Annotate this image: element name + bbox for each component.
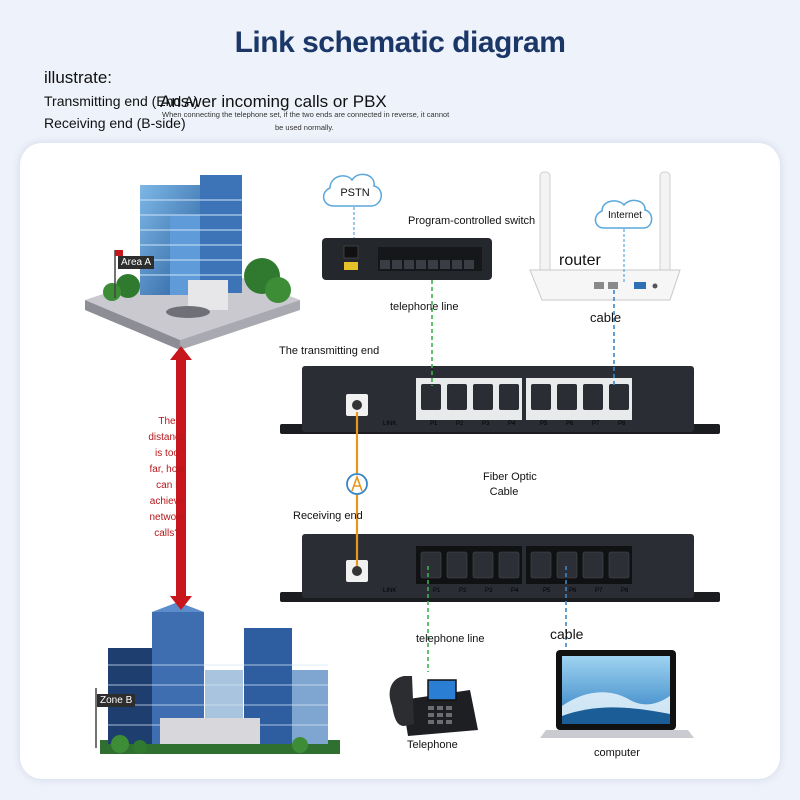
rx-port-label: P2 [459, 588, 467, 594]
question-line: achieve [149, 496, 185, 507]
legend-note-line1: When connecting the telephone set, if th… [162, 110, 450, 119]
router-label: router [559, 252, 601, 269]
transmitting-end-label: The transmitting end [279, 345, 380, 357]
fiber-optic-label-line1: Fiber Optic [483, 471, 537, 483]
pstn-label: PSTN [340, 187, 370, 199]
computer-icon [540, 650, 694, 738]
legend-transmitting-end: Transmitting end (End A) [44, 93, 199, 109]
pbx-switch-device [322, 238, 492, 280]
rx-port-label: P3 [485, 588, 493, 594]
internet-cloud-icon [594, 199, 653, 282]
connection-lines [427, 280, 615, 672]
rx-port-label: P5 [543, 588, 551, 594]
router-device [529, 171, 681, 301]
receiving-end-label: Receiving end [293, 510, 363, 522]
zone-b-city-illustration [95, 602, 340, 754]
rx-port-label: P4 [511, 588, 519, 594]
question-line: far, how [149, 464, 185, 475]
internet-label: Internet [608, 210, 642, 221]
question-line: network [149, 512, 185, 523]
tx-port-label: P7 [592, 421, 600, 427]
question-line: calls? [154, 528, 180, 539]
transmitting-end-device: LINK P1 P2 P3 P4 P5 P6 P7 P8 [280, 366, 720, 434]
area-a-tag: Area A [118, 256, 155, 269]
question-line: can I [156, 480, 178, 491]
tx-port-label: P8 [618, 421, 626, 427]
telephone-icon [389, 676, 478, 736]
legend-heading: illustrate: [44, 68, 113, 87]
rx-port-label: P8 [621, 588, 629, 594]
question-line: distance [148, 432, 186, 443]
computer-label: computer [594, 747, 640, 759]
area-a-building-illustration [85, 175, 300, 350]
legend-note-line2: be used normally. [275, 123, 334, 132]
fiber-optic-label-line2: Cable [489, 486, 519, 498]
tx-port-label: P1 [430, 421, 438, 427]
receiving-end-device: LINK P1 P2 P3 P4 P5 P6 P7 P8 [280, 534, 720, 602]
legend-receiving-end: Receiving end (B-side) [44, 115, 186, 131]
tx-port-label: P5 [540, 421, 548, 427]
rx-port-label: P7 [595, 588, 603, 594]
rx-link-label: LINK [383, 588, 396, 594]
cable-bottom-label: cable [550, 626, 584, 642]
telephone-line-bottom-label: telephone line [416, 633, 485, 645]
tx-port-label: P2 [456, 421, 464, 427]
distance-question: The distance is too far, how can I achie… [146, 414, 188, 542]
tx-port-label: P3 [482, 421, 490, 427]
telephone-label: Telephone [407, 739, 458, 751]
tx-link-label: LINK [383, 421, 396, 427]
rx-port-label: P6 [569, 588, 577, 594]
rx-port-label: P1 [433, 588, 441, 594]
distance-arrow [170, 346, 192, 610]
telephone-line-top-label: telephone line [390, 301, 459, 313]
tx-port-label: P6 [566, 421, 574, 427]
cable-top-label: cable [590, 310, 622, 325]
pstn-cloud-icon [322, 173, 382, 240]
legend-answer-calls: Answer incoming calls or PBX [160, 92, 387, 111]
fiber-connector-icon [346, 473, 368, 495]
question-line: is too [155, 448, 179, 459]
tx-port-label: P4 [508, 421, 516, 427]
zone-b-tag: Zone B [97, 694, 136, 707]
fiber-optic-label: Fiber Optic Cable [483, 470, 537, 500]
question-line: The [158, 416, 176, 427]
page-title: Link schematic diagram [234, 26, 566, 59]
pbx-label: Program-controlled switch [408, 215, 536, 227]
